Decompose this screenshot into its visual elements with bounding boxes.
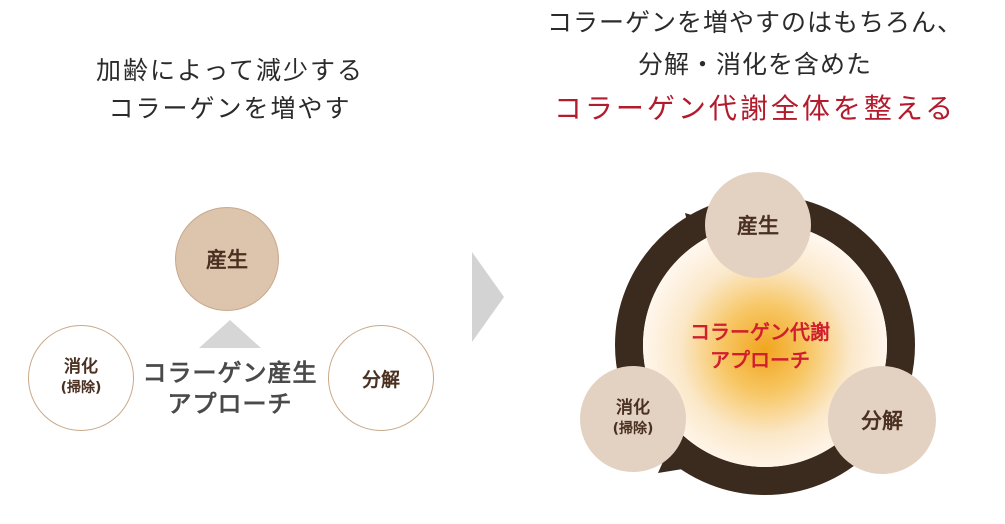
right-center-line2: アプローチ [710,348,810,372]
right-node-digestion-sub: (掃除) [612,421,654,437]
right-center-line1: コラーゲン代謝 [690,320,830,344]
left-node-digestion-sub: (掃除) [60,380,102,396]
left-heading-line1: 加齢によって減少する [95,56,364,85]
left-node-digestion-label: 消化 [63,357,98,377]
right-node-production-label: 産生 [737,214,779,238]
left-approach-line2: アプローチ [167,390,293,418]
left-node-production: 産生 [175,207,279,311]
right-center-text: コラーゲン代謝 アプローチ [665,318,855,374]
right-node-digestion-label: 消化 [615,398,650,418]
left-heading-line2: コラーゲンを増やす [108,94,352,123]
left-node-breakdown: 分解 [328,325,434,431]
left-approach-line1: コラーゲン産生 [142,359,318,387]
right-heading-line2: 分解・消化を含めた [637,50,872,79]
right-node-production: 産生 [705,172,811,278]
left-approach-text: コラーゲン産生 アプローチ [130,358,330,420]
left-heading: 加齢によって減少する コラーゲンを増やす [20,52,440,128]
right-heading: コラーゲンを増やすのはもちろん、 分解・消化を含めた コラーゲン代謝全体を整える [520,4,990,128]
chevron-right-icon [472,252,504,342]
right-heading-line1: コラーゲンを増やすのはもちろん、 [546,8,963,37]
left-node-breakdown-label: 分解 [361,368,400,391]
right-node-digestion: 消化 (掃除) [580,366,686,472]
right-node-breakdown: 分解 [828,366,936,474]
left-node-digestion: 消化 (掃除) [28,325,134,431]
left-node-production-label: 産生 [206,248,248,272]
right-heading-line3: コラーゲン代謝全体を整える [553,92,957,125]
triangle-up-icon [199,320,261,348]
right-node-breakdown-label: 分解 [861,409,903,433]
